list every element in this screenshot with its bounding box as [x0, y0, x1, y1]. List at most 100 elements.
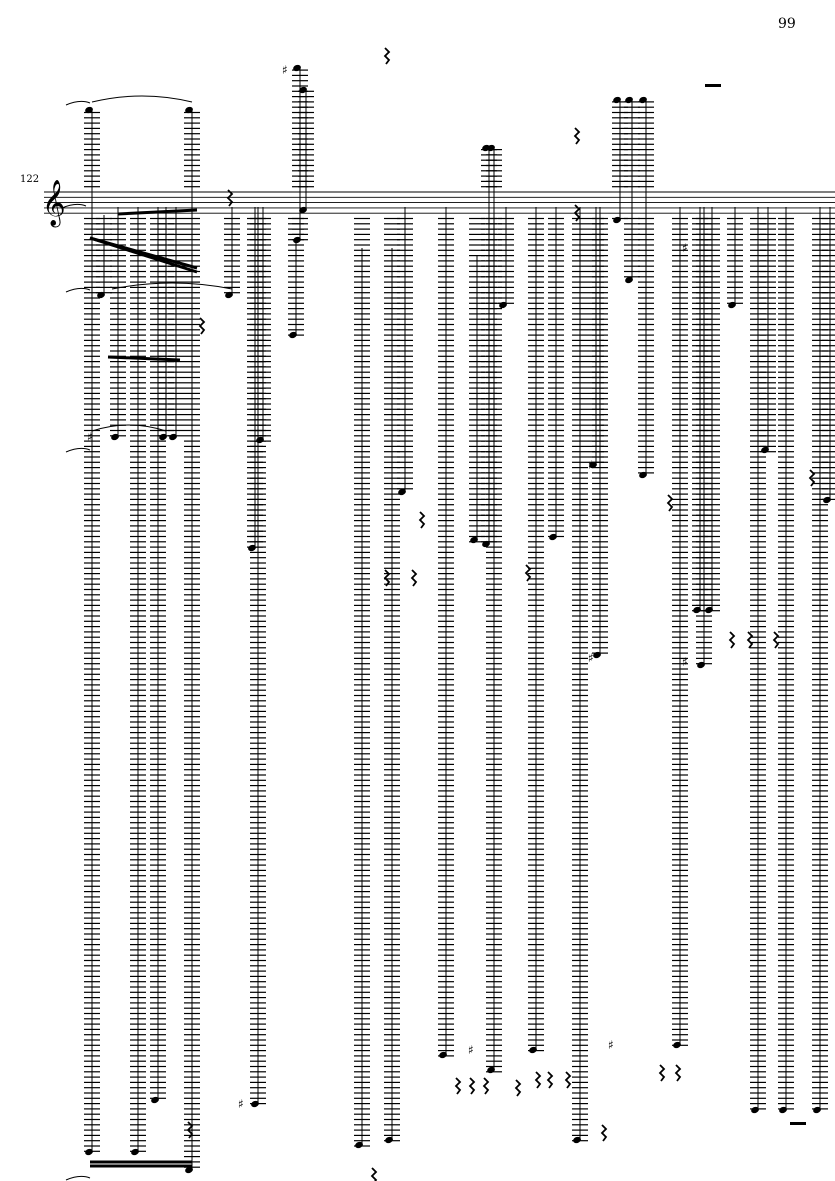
rest-icon: [524, 564, 532, 582]
notehead: [813, 1106, 821, 1114]
tie: [65, 287, 91, 293]
notehead: [639, 471, 647, 479]
sharp-icon: ♯: [238, 1097, 244, 1111]
rest-icon: [573, 127, 581, 145]
notehead: [487, 1066, 495, 1074]
rest-icon: [666, 494, 674, 512]
rest-icon: [746, 631, 754, 649]
whole-rest-icon: [705, 84, 721, 87]
notehead: [470, 536, 478, 544]
rest-icon: [482, 1077, 490, 1095]
sharp-icon: ♯: [682, 655, 688, 669]
rest-icon: [418, 511, 426, 529]
rest-icon: [564, 1071, 572, 1089]
notes: ♯ ♯ ♯ ♯ ♯ ♯ ♯ ♯ ♯: [61, 47, 835, 1181]
sharp-icon: ♯: [468, 1043, 474, 1057]
notehead: [728, 301, 736, 309]
notehead: [499, 301, 507, 309]
notehead: [625, 96, 633, 104]
staff: [44, 191, 835, 214]
notehead: [251, 1100, 259, 1108]
notehead: [751, 1106, 759, 1114]
notehead: [693, 606, 701, 614]
notehead: [573, 1136, 581, 1144]
notehead: [613, 96, 621, 104]
notehead: [169, 433, 177, 441]
notehead: [185, 1166, 193, 1174]
beam: [89, 236, 198, 274]
tie: [65, 100, 91, 106]
rest-icon: [186, 1121, 194, 1139]
page-number: 99: [778, 16, 796, 32]
notehead: [625, 276, 633, 284]
notehead: [85, 1148, 93, 1156]
notehead: [151, 1096, 159, 1104]
notehead: [97, 291, 105, 299]
sharp-icon: ♯: [682, 241, 688, 255]
notehead: [299, 86, 307, 94]
whole-rest-icon: [790, 1122, 806, 1125]
rest-icon: [658, 1064, 666, 1082]
sharp-icon: ♯: [588, 458, 594, 472]
slur: [91, 95, 193, 103]
rest-icon: [514, 1079, 522, 1097]
sharp-icon: ♯: [608, 1038, 614, 1052]
notehead: [355, 1141, 363, 1149]
notehead: [823, 496, 831, 504]
slur: [111, 282, 233, 290]
rest-icon: [546, 1071, 554, 1089]
notehead: [705, 606, 713, 614]
rest-icon: [674, 1064, 682, 1082]
rest-icon: [468, 1077, 476, 1095]
notehead: [385, 1136, 393, 1144]
notehead: [185, 106, 193, 114]
notehead: [439, 1051, 447, 1059]
sharp-icon: ♯: [282, 63, 288, 77]
notehead: [779, 1106, 787, 1114]
notehead: [639, 96, 647, 104]
notehead: [673, 1041, 681, 1049]
notehead: [299, 206, 307, 214]
notehead: [111, 433, 119, 441]
notehead: [487, 144, 495, 152]
rest-icon: [772, 631, 780, 649]
notehead: [613, 216, 621, 224]
notehead: [159, 433, 167, 441]
tie: [65, 447, 91, 453]
notehead: [289, 331, 297, 339]
notehead: [225, 291, 233, 299]
notehead: [761, 446, 769, 454]
rest-icon: [534, 1071, 542, 1089]
rest-icon: [226, 189, 234, 207]
rest-icon: [383, 569, 391, 587]
rest-icon: [600, 1124, 608, 1142]
rest-icon: [454, 1077, 462, 1095]
rest-icon: [383, 47, 391, 65]
notehead: [529, 1046, 537, 1054]
rest-icon: [198, 317, 206, 335]
beam: [117, 208, 198, 216]
notehead: [549, 533, 557, 541]
notehead: [398, 488, 406, 496]
tie: [65, 1175, 91, 1181]
sharp-icon: ♯: [588, 651, 594, 665]
beam: [107, 355, 181, 362]
notehead: [593, 651, 601, 659]
slur: [91, 424, 167, 432]
rest-icon: [728, 631, 736, 649]
rest-icon: [808, 469, 816, 487]
notehead: [85, 106, 93, 114]
sharp-icon: ♯: [87, 430, 93, 444]
notehead: [248, 544, 256, 552]
rest-icon: [370, 1167, 378, 1181]
rest-icon: [410, 569, 418, 587]
measure-number: 122: [20, 174, 40, 185]
notehead: [589, 461, 597, 469]
notehead: [293, 64, 301, 72]
notehead: [131, 1148, 139, 1156]
treble-clef-icon: 𝄞: [42, 180, 66, 228]
notehead: [482, 540, 490, 548]
rest-icon: [573, 204, 581, 222]
notehead: [697, 661, 705, 669]
